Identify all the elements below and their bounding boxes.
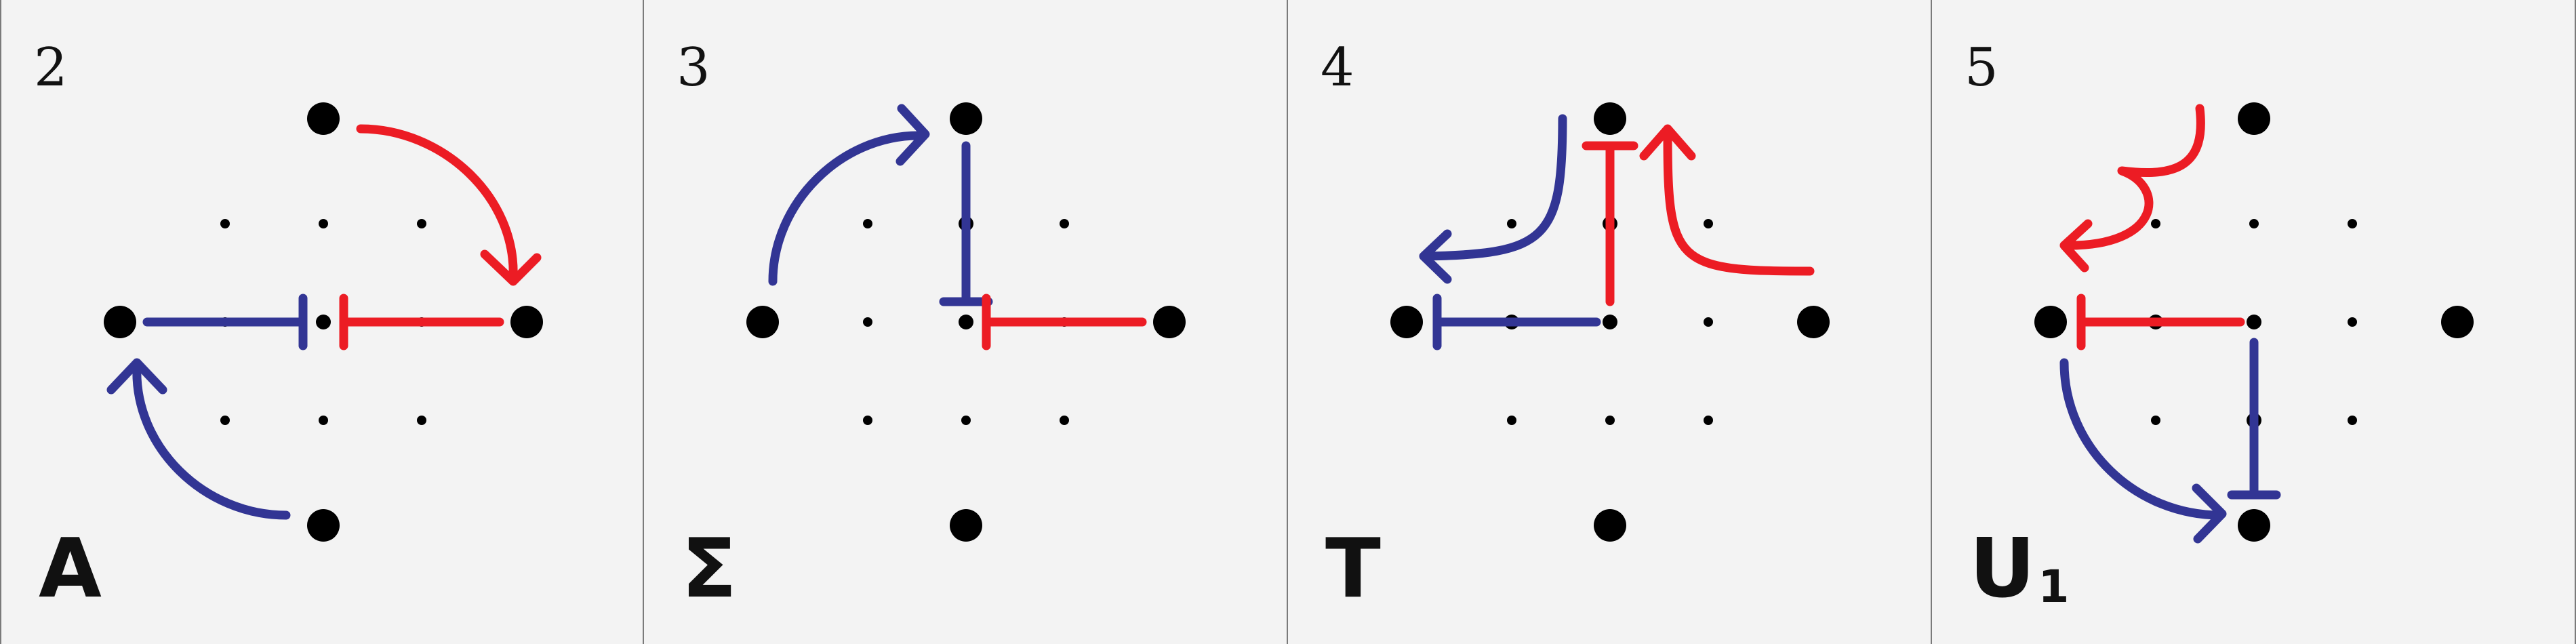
red-curved-arrow [2059, 104, 2205, 273]
blue-curved-arrow [106, 358, 291, 520]
red-bar [339, 294, 504, 350]
blue-curved-arrow [1419, 114, 1567, 284]
red-bar [982, 294, 1147, 350]
panel-5: 5 U1 [1932, 0, 2576, 644]
red-curved-arrow [356, 124, 542, 286]
panel-2-graph [104, 102, 543, 542]
panel-4-graph [1390, 102, 1830, 542]
panel-3-graph [746, 102, 1186, 542]
panel-3: 3 Σ [644, 0, 1288, 644]
panel-letter: U1 [1969, 522, 2070, 616]
panel-letter: A [39, 522, 102, 616]
blue-curved-arrow [768, 104, 930, 286]
large-node-dots [1390, 102, 1830, 542]
blue-bar [1432, 294, 1601, 350]
red-bar [1582, 141, 1638, 306]
panel-5-graph [2034, 102, 2474, 544]
panel-letter: T [1325, 522, 1381, 616]
blue-bar [939, 141, 993, 306]
blue-bar [2227, 338, 2281, 500]
large-node-dots [2034, 102, 2474, 542]
large-node-dots [746, 102, 1186, 542]
large-node-dots [104, 102, 543, 542]
blue-curved-arrow [2059, 358, 2227, 544]
panel-2: 2 A [0, 0, 644, 644]
panel-number: 4 [1321, 37, 1354, 98]
blue-bar [142, 294, 308, 350]
panel-letter: Σ [681, 522, 737, 616]
panel-number: 2 [34, 37, 68, 98]
panel-number: 3 [677, 37, 710, 98]
red-bar [2076, 294, 2245, 350]
panel-4: 4 T [1288, 0, 1932, 644]
red-curved-arrow [1639, 124, 1815, 276]
panel-number: 5 [1965, 37, 1998, 98]
